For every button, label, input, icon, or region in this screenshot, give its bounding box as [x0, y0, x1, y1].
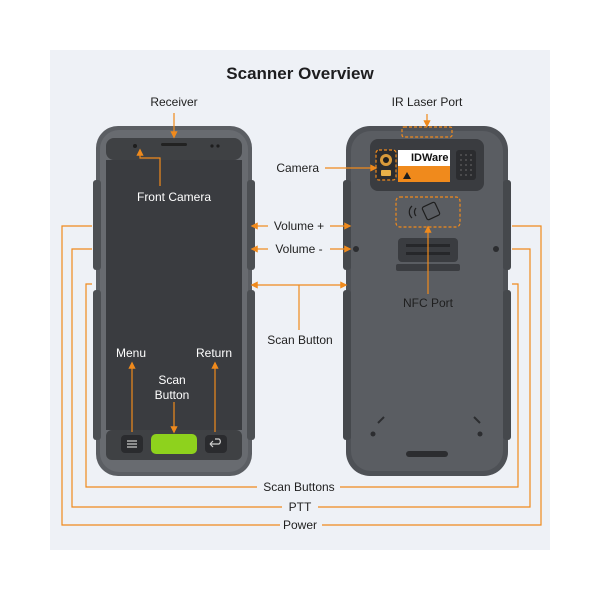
scan-button-front-label: Scan Button [155, 373, 190, 403]
nfc-icon [408, 201, 441, 221]
volume-down-label: Volume - [275, 242, 323, 256]
menu-icon [127, 440, 137, 448]
ir-laser-port-label: IR Laser Port [391, 95, 463, 109]
front-screen [106, 160, 242, 430]
front-device [93, 126, 255, 476]
nfc-port-label: NFC Port [402, 296, 454, 310]
menu-label: Menu [115, 346, 147, 360]
front-camera-label: Front Camera [136, 190, 212, 204]
front-camera-lens [133, 144, 137, 148]
camera-label: Camera [276, 161, 319, 175]
warning-icon [403, 172, 411, 179]
return-label: Return [195, 346, 233, 360]
scan-button-front-line2: Button [154, 388, 190, 402]
page-title: Scanner Overview [226, 64, 374, 83]
return-icon [209, 438, 221, 448]
volume-up-label: Volume + [273, 219, 325, 233]
power-label: Power [282, 518, 318, 532]
receiver-label: Receiver [150, 95, 198, 109]
camera-icon [380, 154, 392, 176]
scan-buttons-label: Scan Buttons [263, 480, 335, 494]
back-device [343, 126, 511, 476]
scan-button-side-label: Scan Button [267, 333, 333, 347]
ptt-label: PTT [288, 500, 312, 514]
scan-button-front-line1: Scan [158, 373, 186, 387]
front-scan-trigger [151, 434, 197, 454]
brand-label: IDWare [411, 152, 449, 164]
